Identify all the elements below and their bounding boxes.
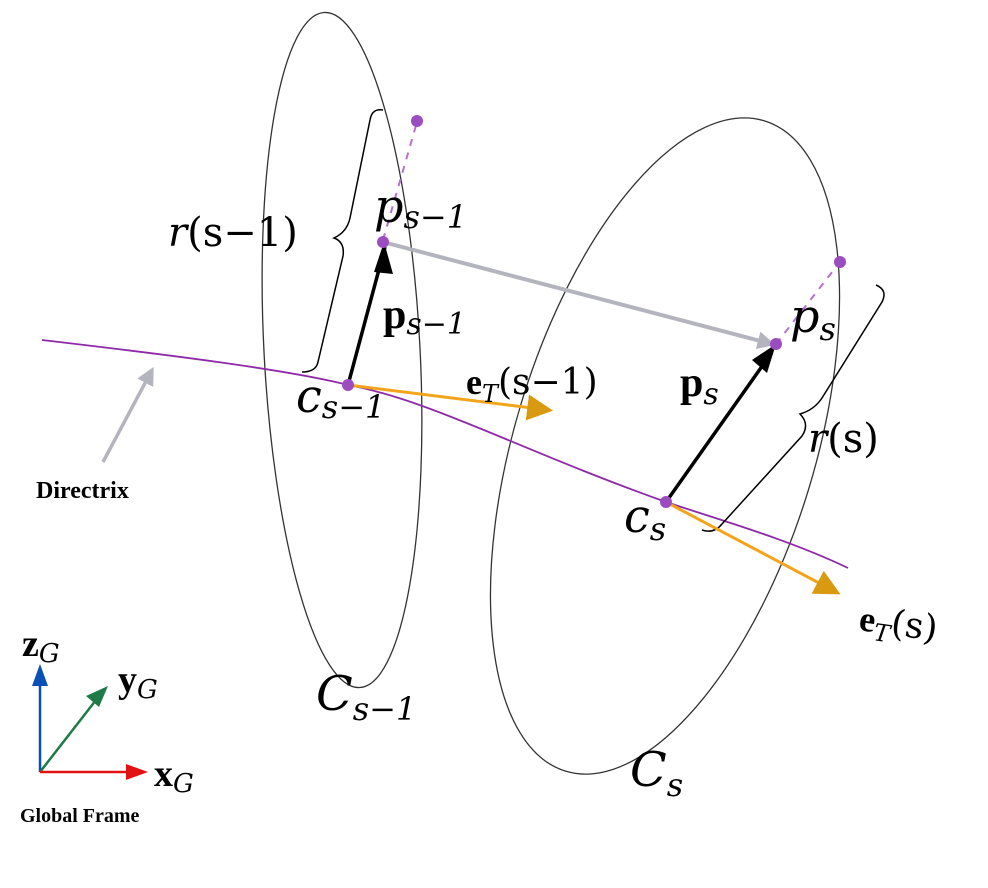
label-p-curr-point: ps [790, 289, 836, 348]
point-curr-boundary [834, 256, 846, 268]
global-frame [32, 664, 148, 780]
label-directrix: Directrix [36, 478, 129, 504]
directrix-curve [41, 339, 849, 569]
radius-dash-curr [775, 261, 841, 345]
position-vector-curr [664, 353, 772, 504]
position-vector-prev-head [374, 242, 393, 274]
connector-arrow [382, 240, 776, 350]
tangent-arrow-curr [665, 500, 841, 595]
point-p-curr [770, 338, 782, 350]
point-c-curr [660, 496, 672, 508]
brace-r-prev [301, 108, 384, 373]
label-axis-x: xG [154, 753, 194, 799]
label-p-prev-vector: ps−1 [383, 292, 466, 342]
label-axis-y: yG [118, 659, 158, 705]
position-vector-curr-head [752, 344, 776, 373]
axis-y-line [39, 699, 97, 773]
radius-dash-prev [382, 121, 418, 241]
cross-section-prev-ellipse [261, 11, 423, 689]
label-p-curr-vector: ps [680, 360, 719, 412]
label-c-curr: cs [624, 489, 666, 548]
label-C-curr: Cs [630, 742, 683, 804]
point-c-prev [342, 379, 354, 391]
label-p-prev-point: ps−1 [374, 179, 467, 236]
tangent-arrow-prev [347, 383, 554, 421]
label-r-curr: r(s) [808, 416, 879, 462]
axis-y-head [86, 686, 108, 707]
cross-section-curr-ellipse [489, 117, 841, 775]
axis-x-head [126, 764, 148, 780]
directrix-pointer-arrow [101, 366, 154, 463]
axis-z-head [32, 664, 48, 686]
point-p-prev [377, 236, 389, 248]
label-global-frame: Global Frame [20, 805, 140, 827]
label-r-prev: r(s−1) [168, 210, 298, 256]
label-e-curr: eT(s) [856, 598, 940, 654]
label-axis-z: zG [22, 623, 60, 669]
label-e-prev: eT(s−1) [466, 362, 598, 408]
point-prev-boundary [411, 115, 423, 127]
label-C-prev: Cs−1 [316, 666, 416, 728]
label-c-prev: cs−1 [296, 369, 385, 426]
